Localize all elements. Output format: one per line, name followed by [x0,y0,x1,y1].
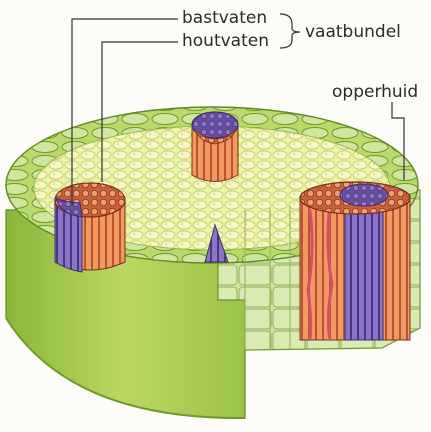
vascular-bundle-cut [300,182,410,340]
label-opperhuid: opperhuid [332,82,418,102]
vascular-bundle-left [55,183,125,272]
label-houtvaten: houtvaten [182,31,269,51]
label-vaatbundel: vaatbundel [305,22,401,42]
vascular-bundle-top [192,112,238,182]
label-bastvaten: bastvaten [182,8,267,28]
